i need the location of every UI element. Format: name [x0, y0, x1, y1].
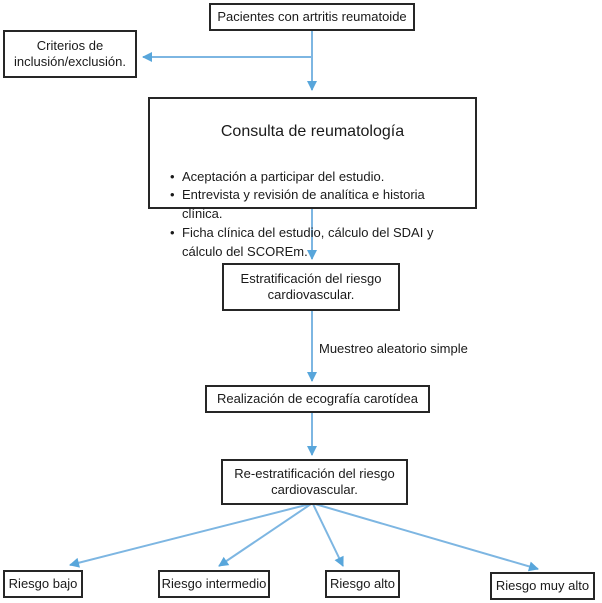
node-stratification: Estratificación del riesgo cardiovascula…	[222, 263, 400, 311]
node-risk-very-high: Riesgo muy alto	[490, 572, 595, 600]
consultation-bullet-3: Ficha clínica del estudio, cálculo del S…	[170, 224, 467, 262]
arrow-restrat-to-risk-very-high	[314, 503, 539, 572]
node-stratification-label: Estratificación del riesgo cardiovascula…	[240, 270, 382, 302]
node-ultrasound-label: Realización de ecografía carotídea	[217, 390, 418, 406]
node-consultation: Consulta de reumatología Aceptación a pa…	[148, 97, 477, 259]
arrow-restrat-to-risk-intermediate	[218, 503, 312, 567]
node-risk-high-label: Riesgo alto	[329, 575, 396, 591]
node-restratification-label: Re-estratificación del riesgo cardiovasc…	[234, 465, 395, 497]
node-patients: Pacientes con artritis reumatoide	[209, 3, 415, 31]
node-risk-intermediate-label: Riesgo intermedio	[161, 575, 267, 591]
consultation-bullet-1: Aceptación a participar del estudio.	[170, 168, 467, 187]
consultation-bullet-2: Entrevista y revisión de analítica e his…	[170, 186, 467, 224]
arrow-restrat-to-risk-low	[69, 503, 311, 568]
node-criteria: Criterios de inclusión/exclusión.	[3, 30, 137, 78]
node-risk-high: Riesgo alto	[325, 570, 400, 598]
node-consultation-title: Consulta de reumatología	[220, 123, 405, 141]
node-risk-low-label: Riesgo bajo	[8, 575, 78, 591]
arrow-restrat-to-risk-high	[312, 503, 344, 567]
node-patients-label: Pacientes con artritis reumatoide	[217, 8, 407, 24]
node-ultrasound: Realización de ecografía carotídea	[205, 385, 430, 413]
node-consultation-bullets: Aceptación a participar del estudio. Ent…	[150, 168, 475, 262]
node-risk-intermediate: Riesgo intermedio	[158, 570, 270, 598]
node-criteria-label: Criterios de inclusión/exclusión.	[13, 37, 126, 69]
edge-label-sampling: Muestreo aleatorio simple	[319, 341, 468, 356]
node-restratification: Re-estratificación del riesgo cardiovasc…	[221, 459, 408, 505]
node-risk-very-high-label: Riesgo muy alto	[495, 577, 590, 593]
node-risk-low: Riesgo bajo	[3, 570, 83, 598]
